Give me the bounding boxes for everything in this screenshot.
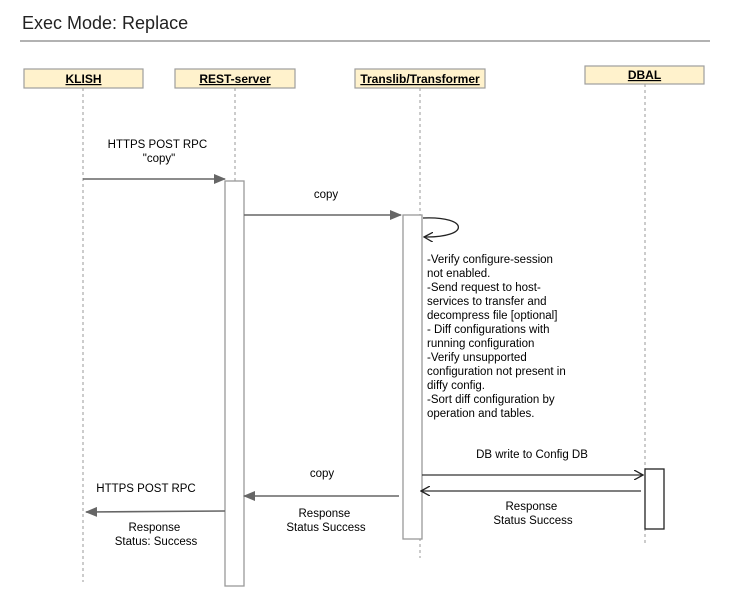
label-translib-notes: -Verify configure-session not enabled. -…: [427, 254, 569, 420]
label-db-write: DB write to Config DB: [476, 449, 588, 461]
label-https-post-rpc-return: HTTPS POST RPC: [96, 483, 195, 495]
label-klish-response: Response Status: Success: [115, 522, 198, 548]
arrow-self-call: [423, 217, 459, 237]
participant-translib: Translib/Transformer: [354, 68, 486, 89]
participant-label: Translib/Transformer: [360, 72, 480, 86]
label-https-post-rpc-copy: HTTPS POST RPC "copy": [108, 139, 211, 165]
arrow-klish-response: [85, 506, 226, 517]
participant-label: KLISH: [66, 72, 102, 86]
activation-translib: [402, 214, 423, 540]
participant-label: DBAL: [628, 68, 661, 82]
participant-dbal: DBAL: [584, 65, 705, 85]
label-copy-return: copy: [310, 468, 335, 480]
label-rest-response: Response Status Success: [286, 508, 366, 534]
participant-klish: KLISH: [23, 68, 144, 89]
activation-rest-server: [224, 180, 245, 587]
participant-rest-server: REST-server: [174, 68, 296, 89]
activation-dbal: [644, 468, 665, 530]
page-title: Exec Mode: Replace: [22, 13, 188, 33]
participant-label: REST-server: [199, 72, 271, 86]
label-copy-to-translib: copy: [314, 189, 339, 201]
label-dbal-response: Response Status Success: [493, 501, 573, 527]
